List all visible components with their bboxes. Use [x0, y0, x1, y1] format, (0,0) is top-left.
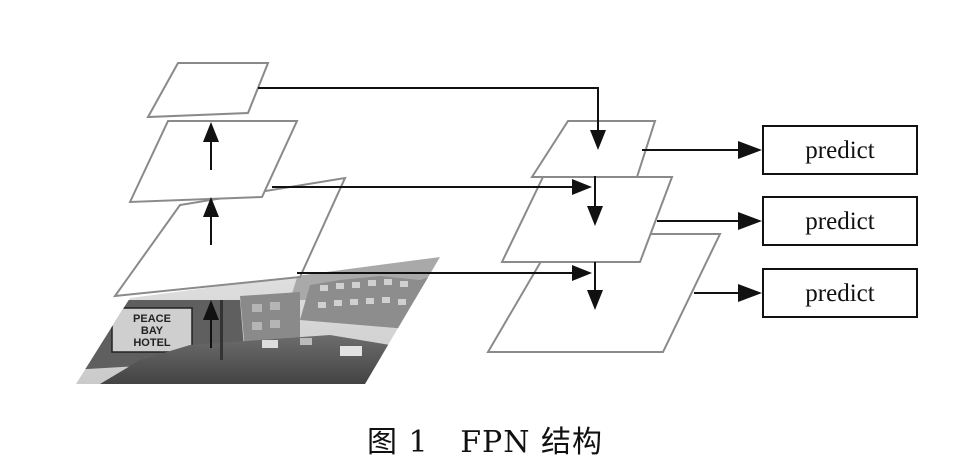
predict-label: predict [805, 280, 874, 307]
predict-box-2: predict [762, 196, 918, 246]
svg-text:BAY: BAY [141, 325, 164, 337]
predict-box-3: predict [762, 268, 918, 318]
figure-caption: 图 1 FPN 结构 [367, 425, 603, 460]
lateral-connection-bottom [297, 265, 592, 281]
predict-label: predict [805, 137, 874, 164]
bottom-up-arrows [203, 122, 219, 348]
bottom-up-level-1 [112, 176, 347, 298]
top-down-level-1 [530, 120, 657, 178]
lateral-connection-middle [272, 179, 592, 195]
predict-box-1: predict [762, 125, 918, 175]
bottom-up-level-2 [128, 120, 299, 204]
predict-arrows [642, 141, 762, 302]
predict-label: predict [805, 208, 874, 235]
svg-text:HOTEL: HOTEL [133, 337, 171, 349]
top-down-arrows [587, 176, 603, 310]
bottom-up-level-3 [146, 62, 270, 119]
svg-text:PEACE: PEACE [133, 313, 171, 325]
lateral-connection-top [258, 87, 606, 150]
